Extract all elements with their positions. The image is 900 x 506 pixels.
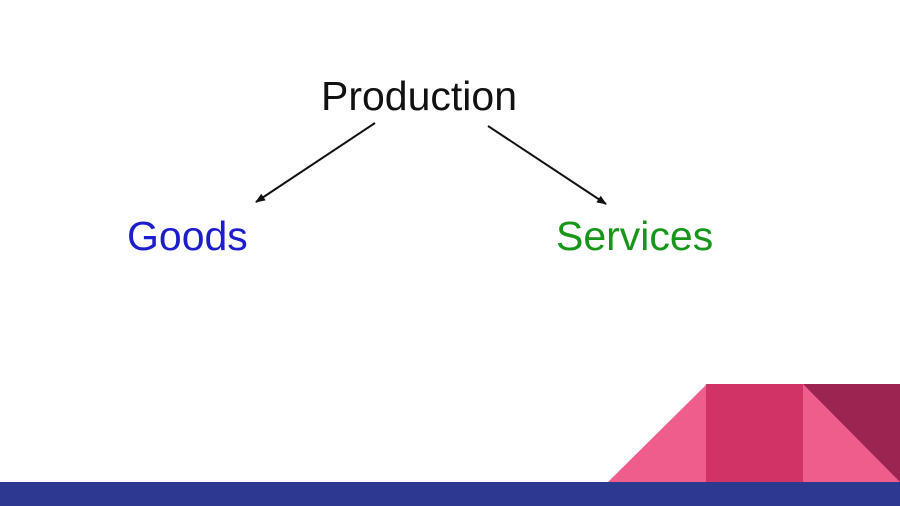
arrow-to-services [487, 125, 607, 205]
accent-triangle-right [803, 384, 900, 482]
node-services: Services [556, 213, 714, 259]
node-goods: Goods [127, 213, 248, 259]
accent-block-middle [706, 384, 804, 482]
accent-triangle-left [608, 384, 707, 482]
arrow-to-goods [255, 122, 376, 203]
footer-bar [0, 482, 900, 506]
node-production: Production [321, 73, 518, 119]
